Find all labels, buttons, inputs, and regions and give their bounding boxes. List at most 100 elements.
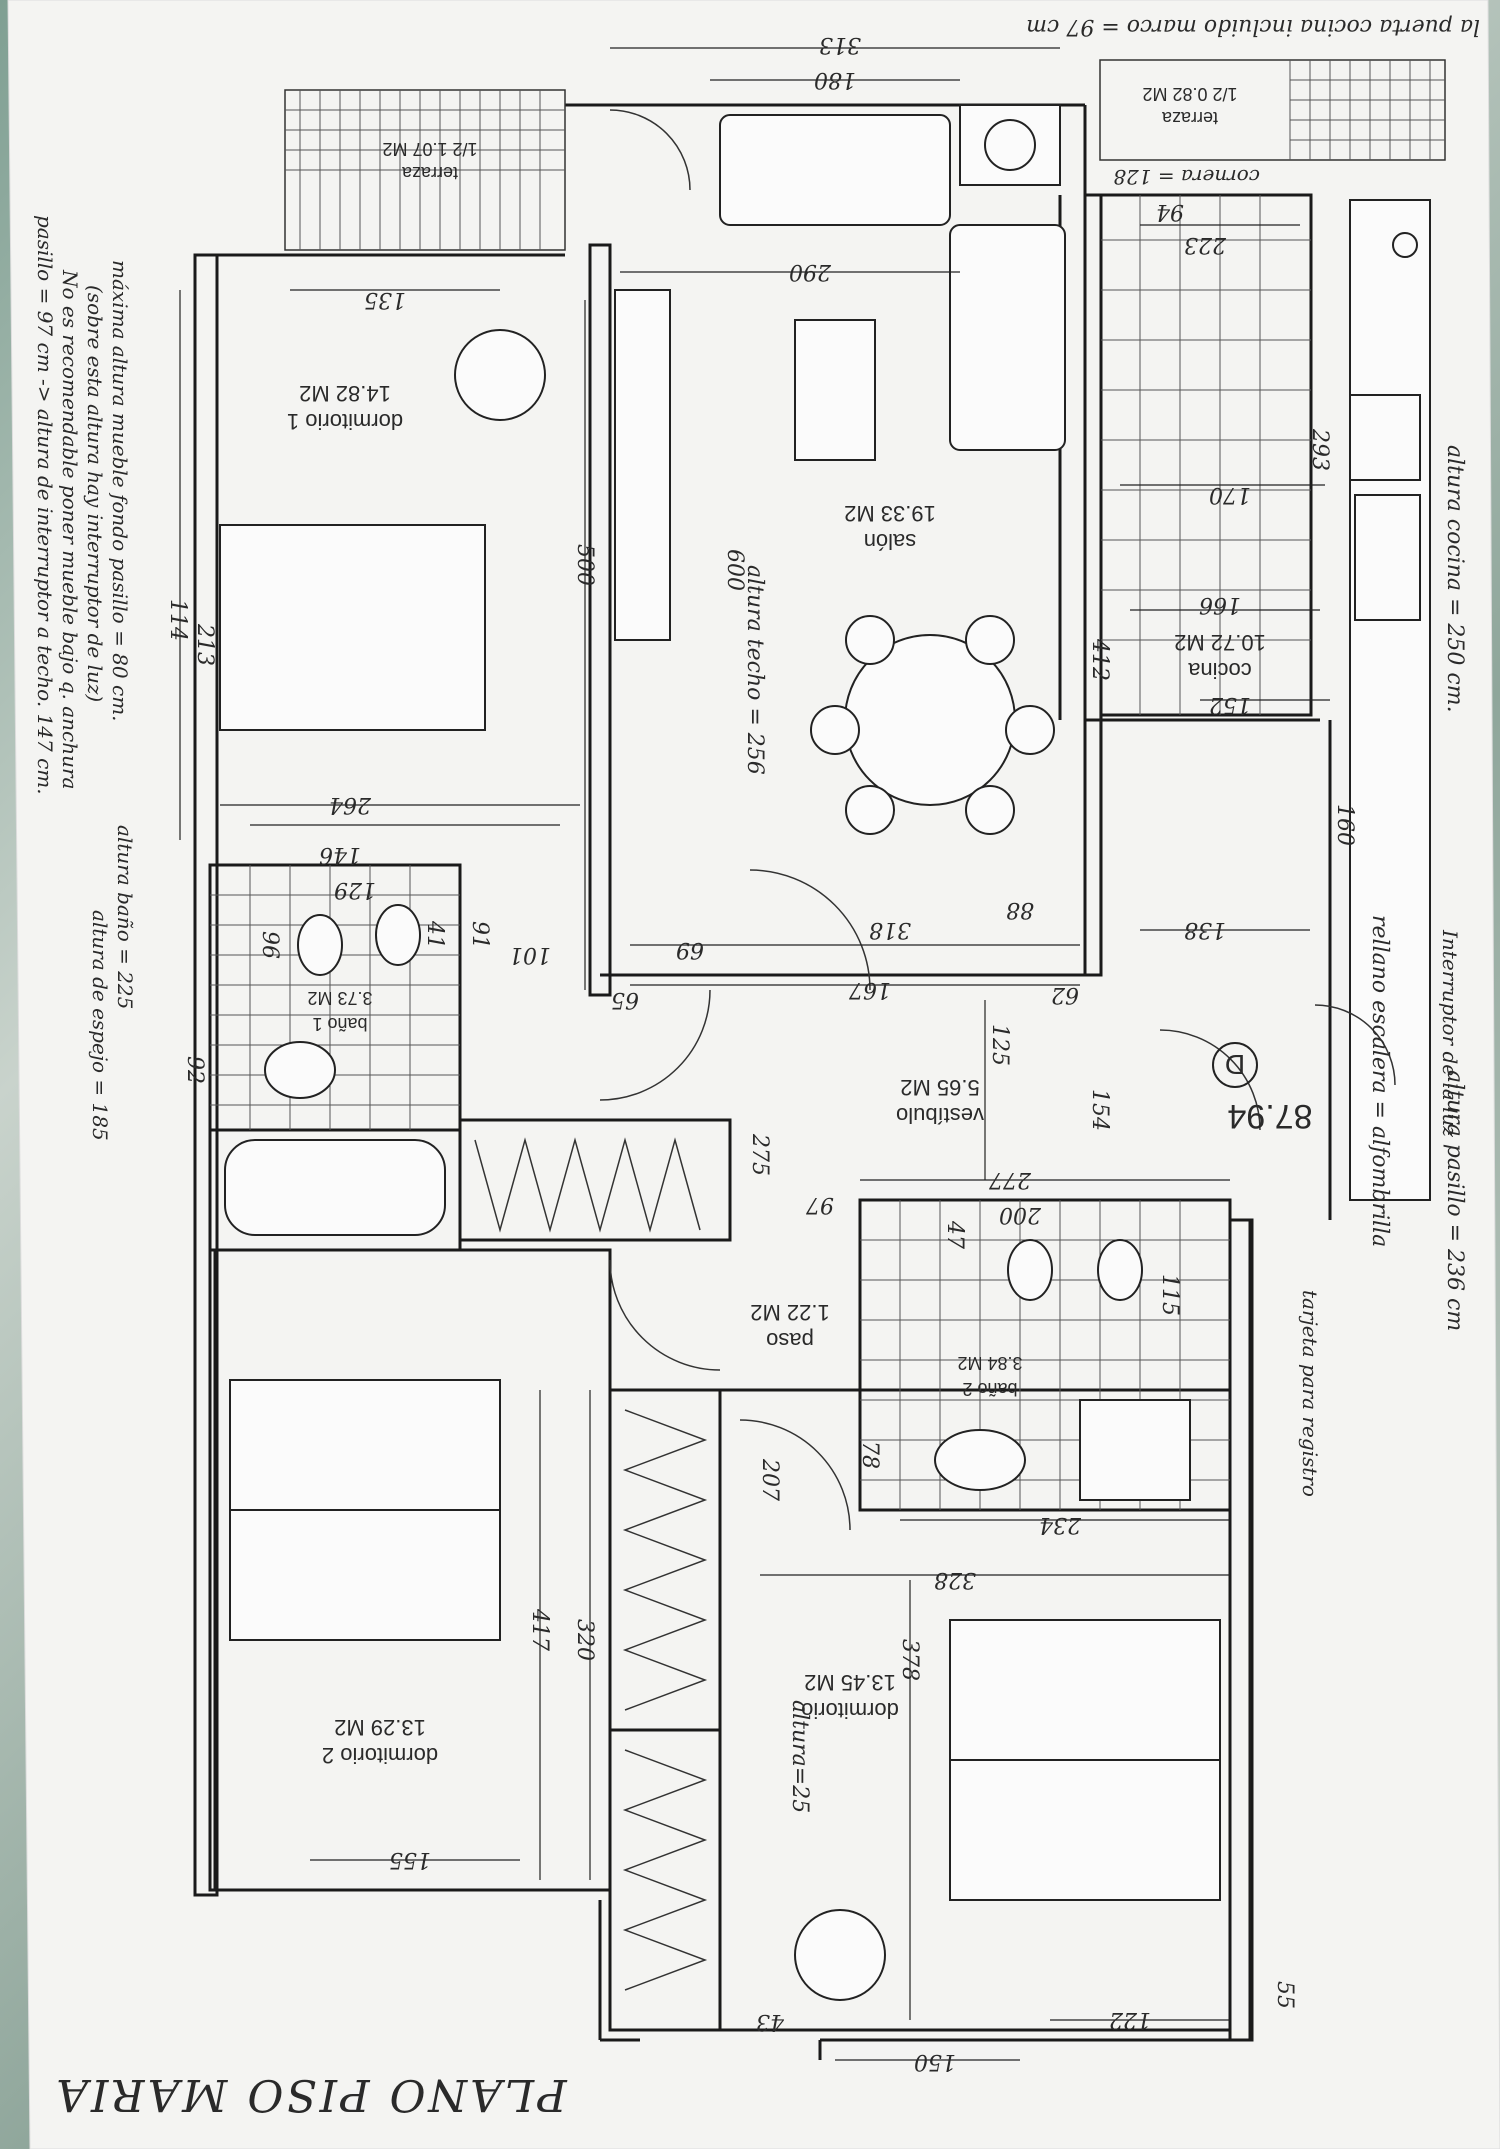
- room-label-vestibulo: vestíbulo 5.65 M2: [896, 1075, 984, 1128]
- door-dorm2: [609, 1259, 721, 1371]
- cocina-walls: [1099, 193, 1313, 717]
- dim-412: 412: [1087, 638, 1112, 681]
- dim-223: 223: [1184, 232, 1227, 257]
- svg-text:13.29 M2: 13.29 M2: [334, 1715, 426, 1740]
- dim-320: 320: [572, 1619, 597, 1661]
- dim-62: 62: [1051, 982, 1079, 1007]
- svg-text:cocina: cocina: [1187, 658, 1251, 683]
- svg-text:5.65 M2: 5.65 M2: [900, 1075, 980, 1100]
- door-vestibulo: [599, 989, 711, 1101]
- plan-title-group: PLANO PISO MARIA: [53, 2069, 567, 2120]
- svg-text:terraza: terraza: [401, 163, 458, 183]
- wall-salon-dorm1: [588, 243, 612, 997]
- dining-chair: [965, 615, 1015, 665]
- dim-146: 146: [319, 842, 361, 867]
- closet-hall: [458, 1118, 732, 1242]
- svg-text:19.33 M2: 19.33 M2: [844, 501, 936, 526]
- dim-213: 213: [192, 623, 217, 666]
- room-label-dormitorio3: dormitorio 13.45 M2: [801, 1670, 899, 1723]
- svg-text:1.22 M2: 1.22 M2: [750, 1300, 830, 1325]
- tv-cabinet: [614, 289, 671, 641]
- dim-167: 167: [849, 977, 891, 1002]
- note-altura-espejo: altura de espejo = 185: [88, 910, 112, 1141]
- dim-166: 166: [1199, 592, 1241, 617]
- dim-500: 500: [572, 544, 597, 586]
- note-mueble-1: máxima altura mueble fondo pasillo = 80 …: [108, 260, 132, 722]
- bed-dorm2-b: [229, 1509, 501, 1641]
- dim-200: 200: [999, 1202, 1042, 1227]
- total-area-group: D 87.94: [1212, 1042, 1313, 1135]
- dim-290: 290: [789, 259, 832, 284]
- dim-154: 154: [1087, 1089, 1112, 1131]
- note-mueble-2: (sobre esta altura hay interruptor de lu…: [83, 285, 107, 702]
- note-mueble-4: pasillo = 97 cm -> altura de interruptor…: [33, 215, 57, 795]
- bathtub: [224, 1139, 446, 1236]
- note-rellano: rellano escalera = alfombrilla: [1367, 915, 1392, 1247]
- dim-234: 234: [1039, 1512, 1082, 1537]
- dorm3-walls: [718, 1388, 1232, 2032]
- dim-318: 318: [869, 917, 911, 942]
- svg-text:dormitorio 2: dormitorio 2: [322, 1743, 438, 1768]
- sink-bano2: [934, 1429, 1026, 1491]
- bano2-walls: [858, 1198, 1232, 1512]
- dim-94: 94: [1156, 199, 1184, 224]
- svg-text:dormitorio 1: dormitorio 1: [287, 409, 403, 434]
- dim-135: 135: [364, 287, 406, 312]
- dim-328: 328: [934, 1567, 976, 1592]
- bidet-bano2: [1097, 1239, 1143, 1301]
- kitchen-tap: [1392, 232, 1418, 258]
- kitchen-counter: [1349, 199, 1431, 1201]
- door-marker-label: D: [1225, 1049, 1245, 1080]
- dim-207: 207: [757, 1458, 782, 1501]
- chair-dorm1: [454, 329, 546, 421]
- dining-chair: [1005, 705, 1055, 755]
- svg-text:vestíbulo: vestíbulo: [896, 1103, 984, 1128]
- note-altura-bano: altura baño = 225: [113, 825, 137, 1009]
- svg-text:paso: paso: [766, 1328, 814, 1353]
- terraza2-outline: [1099, 59, 1446, 161]
- cooktop: [1349, 394, 1421, 481]
- svg-text:13.45 M2: 13.45 M2: [804, 1670, 896, 1695]
- door-terraza: [609, 109, 691, 191]
- dim-152: 152: [1209, 692, 1251, 717]
- room-label-cocina: cocina 10.72 M2: [1174, 630, 1266, 683]
- dim-41: 41: [422, 920, 447, 949]
- dining-chair: [810, 705, 860, 755]
- dim-160: 160: [1332, 804, 1357, 846]
- room-label-dormitorio1: dormitorio 1 14.82 M2: [287, 381, 403, 434]
- bed-dorm3-b: [949, 1759, 1221, 1901]
- total-area: 87.94: [1227, 1097, 1312, 1135]
- fireplace-fan: [984, 119, 1036, 171]
- wardrobe-zigzag: [474, 1137, 701, 1233]
- note-altura-25: altura=25: [787, 1700, 812, 1813]
- dining-chair: [845, 785, 895, 835]
- door-kitchen: [1314, 1004, 1396, 1086]
- note-interruptor: Interruptor de la luz: [1438, 929, 1462, 1137]
- bed-dorm2-a: [229, 1379, 501, 1511]
- dim-115: 115: [1157, 1274, 1182, 1316]
- kitchen-sink: [1354, 494, 1421, 621]
- bed-dorm1: [219, 524, 486, 731]
- note-altura-techo: altura techo = 256: [742, 565, 767, 775]
- sofa-top: [719, 114, 951, 226]
- dim-92: 92: [182, 1056, 207, 1084]
- room-label-bano2: baño 2 3.84 M2: [957, 1353, 1022, 1399]
- note-altura-cocina: altura cocina = 250 cm.: [1442, 445, 1467, 713]
- dining-chair: [845, 615, 895, 665]
- fireplace: [959, 104, 1061, 186]
- dim-114: 114: [165, 599, 190, 641]
- svg-text:3.73 M2: 3.73 M2: [307, 988, 372, 1008]
- dim-180: 180: [814, 67, 856, 92]
- svg-text:terraza: terraza: [1161, 108, 1218, 128]
- chair-dorm3: [794, 1909, 886, 2001]
- dim-600: 600: [722, 549, 747, 591]
- bed-dorm3-a: [949, 1619, 1221, 1761]
- dim-417: 417: [527, 1608, 552, 1651]
- door-entrance: [1159, 1029, 1261, 1131]
- terraza1-grid: [285, 90, 565, 250]
- dim-125: 125: [987, 1024, 1012, 1066]
- dim-65: 65: [611, 987, 639, 1012]
- dim-150: 150: [914, 2049, 956, 2074]
- room-label-terraza2: terraza 1/2 0.82 M2: [1142, 84, 1237, 128]
